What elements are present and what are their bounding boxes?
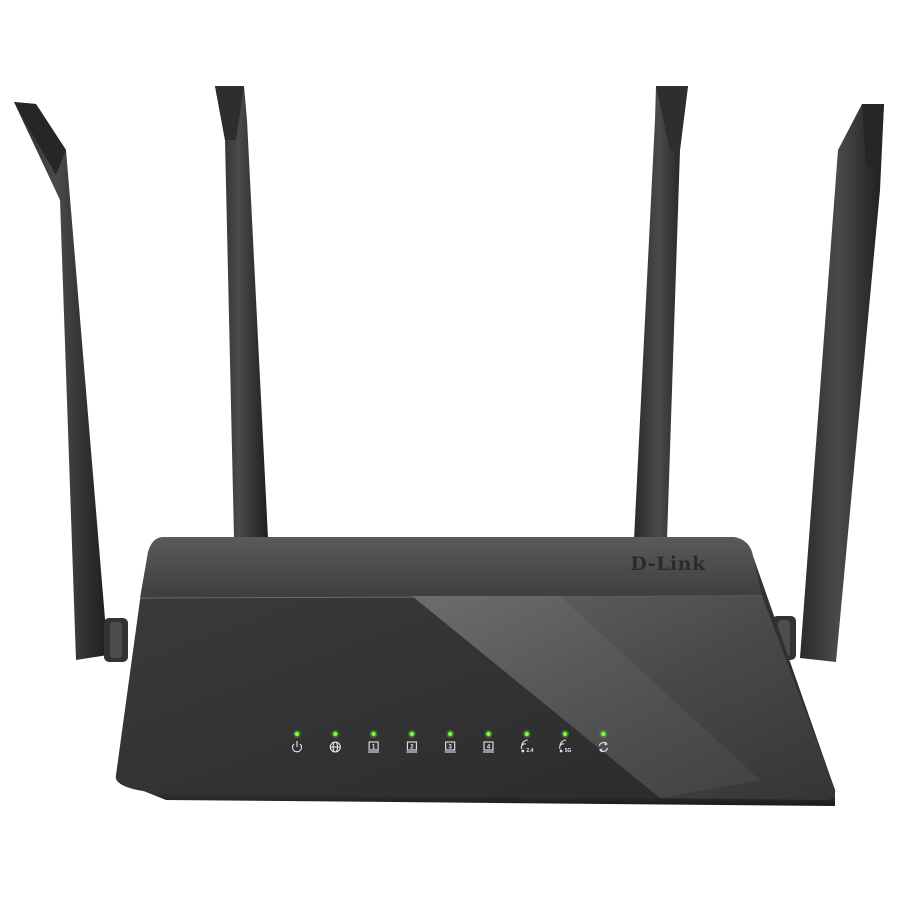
indicator-6: 2.4 (520, 730, 533, 754)
indicator-1 (329, 730, 341, 753)
led-light (601, 731, 606, 737)
lan-port-icon (483, 741, 494, 753)
wps-icon (598, 741, 608, 753)
brand-logo: D-Link (630, 553, 706, 575)
indicator-0 (291, 730, 303, 753)
router-body (115, 537, 836, 806)
port-number: 1 (372, 744, 376, 750)
antenna-right-outer (772, 104, 884, 662)
indicator-5: 4 (483, 730, 494, 753)
antenna-left-inner (215, 86, 268, 538)
led-light (562, 731, 568, 737)
indicator-4: 3 (444, 730, 456, 753)
internet-globe-icon (329, 741, 341, 753)
wifi-band-label: 2.4 (526, 748, 533, 754)
port-number: 3 (449, 744, 453, 750)
indicator-7: 5G (559, 730, 572, 754)
led-light (409, 731, 415, 737)
led-light (333, 731, 338, 737)
lan-port-icon (406, 741, 418, 753)
wifi-band-label: 5G (565, 748, 572, 754)
power-icon (291, 741, 303, 753)
lan-port-icon (368, 741, 380, 753)
status-indicator-panel: 1 2 3 4 2.4 5G (291, 730, 608, 754)
indicator-8 (598, 730, 608, 753)
lan-port-icon (444, 741, 456, 753)
port-number: 4 (487, 744, 491, 750)
wifi-icon (559, 739, 567, 753)
indicator-3: 2 (406, 730, 418, 753)
led-light (294, 731, 300, 737)
antenna-right-inner (634, 86, 688, 540)
antenna-left-outer (14, 102, 128, 662)
indicator-2: 1 (368, 730, 380, 753)
led-light (371, 731, 376, 737)
port-number: 2 (410, 744, 414, 750)
led-light (486, 731, 491, 737)
led-light (524, 731, 529, 737)
led-light (448, 731, 453, 737)
wifi-icon (520, 739, 528, 753)
